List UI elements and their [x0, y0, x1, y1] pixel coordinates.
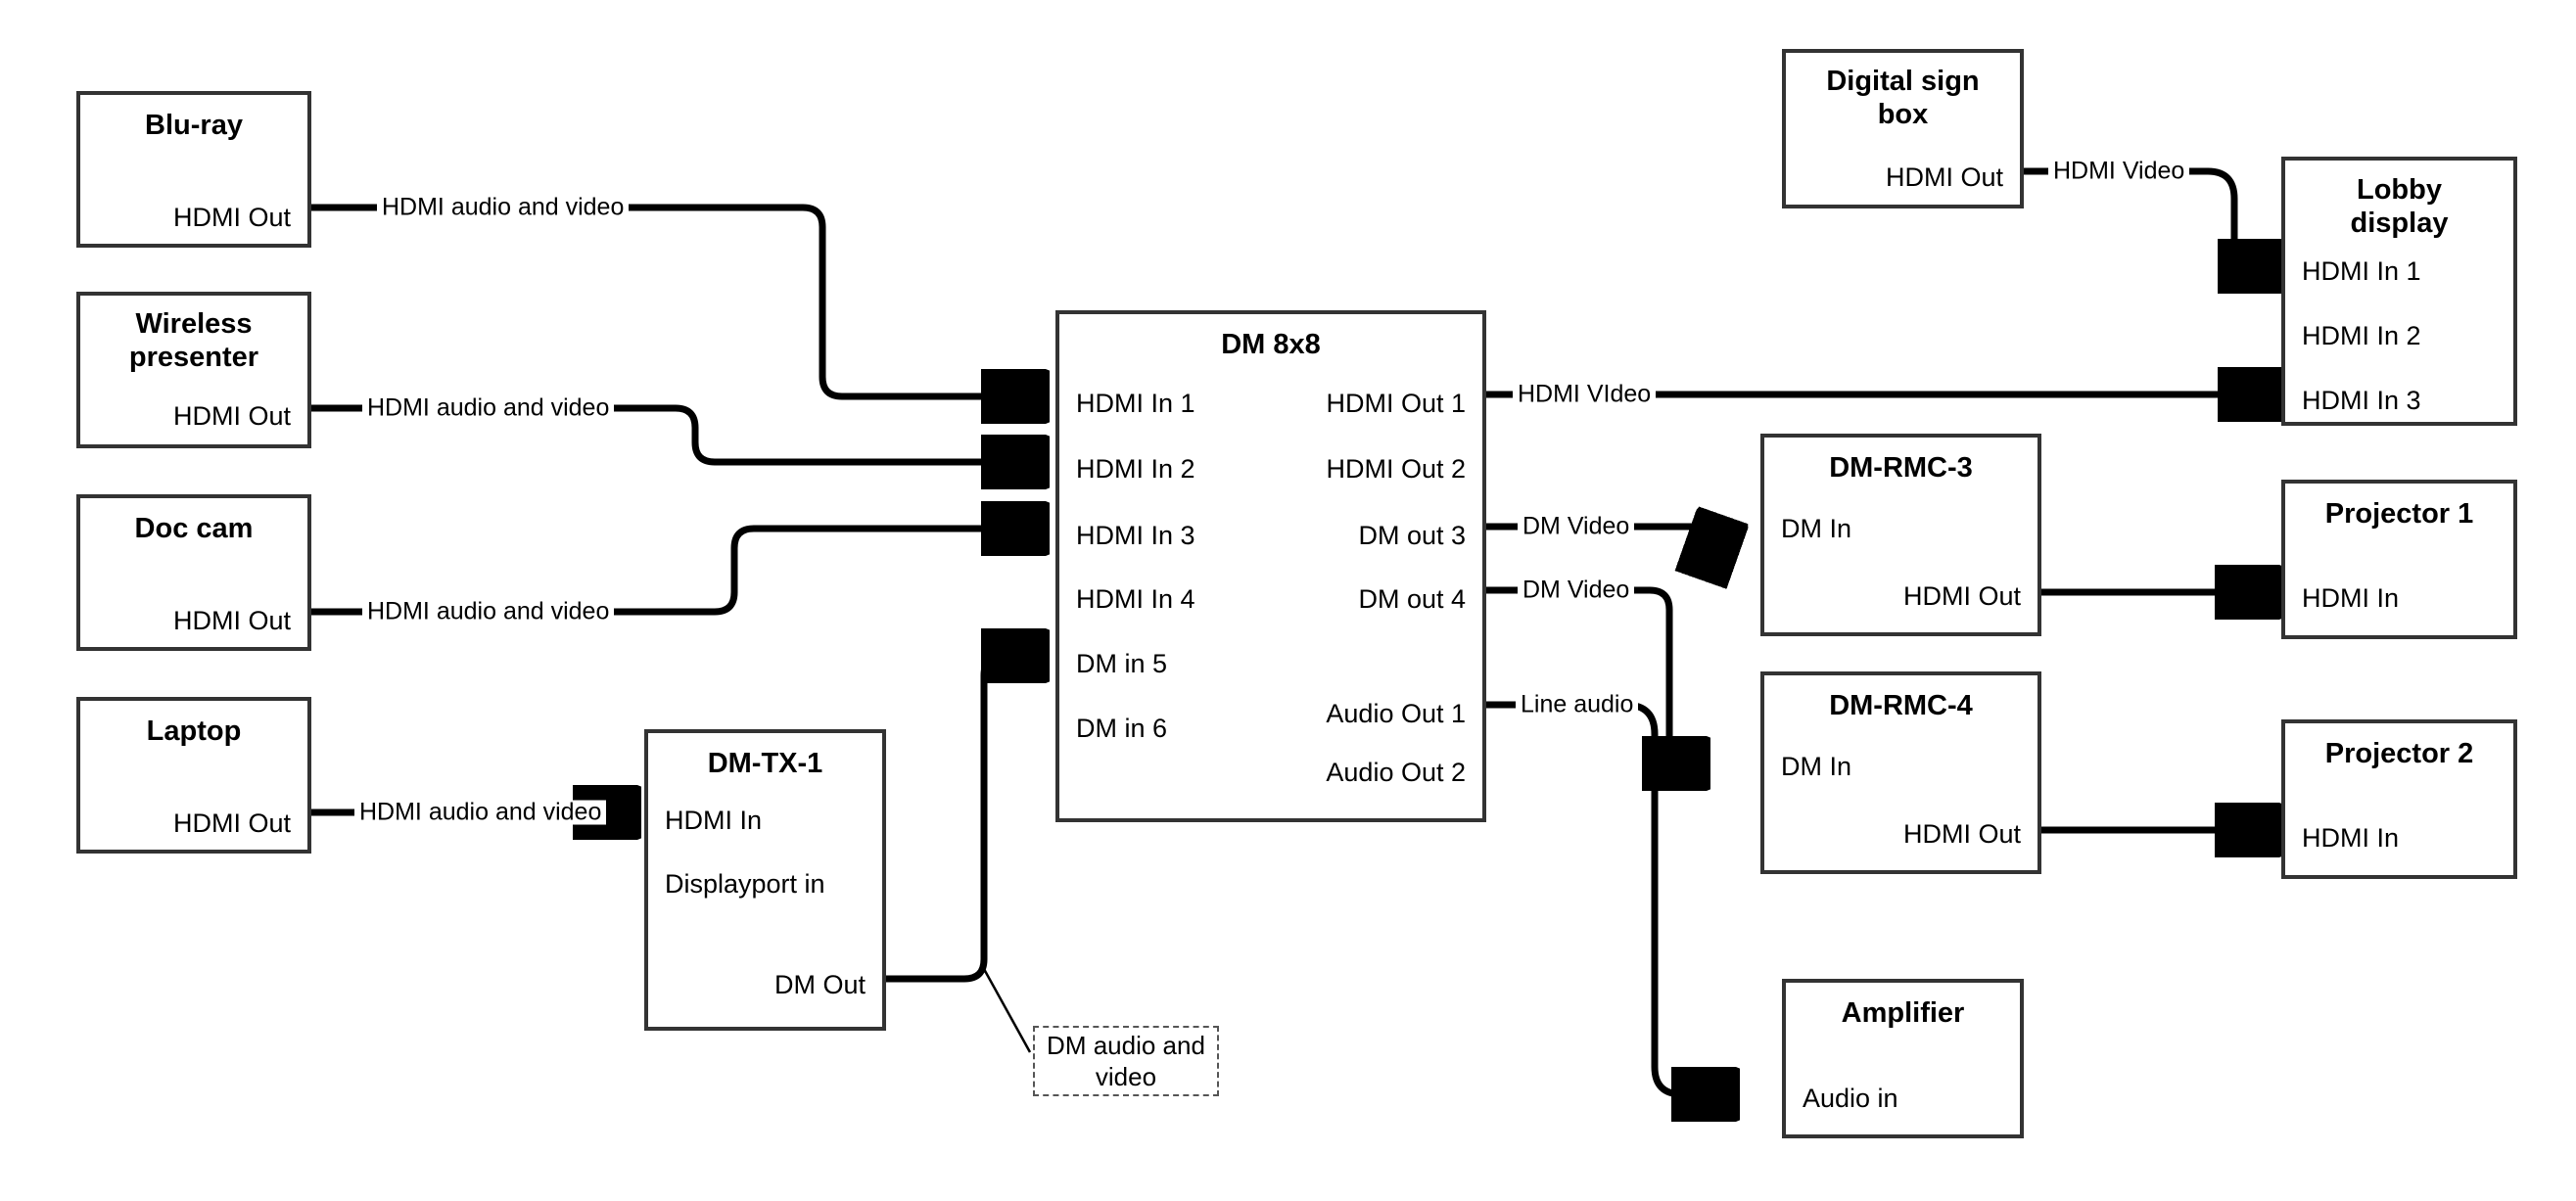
edge-label-bluray: HDMI audio and video [377, 195, 630, 220]
port-amplifier-audio-in: Audio in [1803, 1084, 1898, 1113]
port-dm-tx-1-displayport-in: Displayport in [665, 869, 825, 899]
port-dm-8x8-hdmi-out-2: HDMI Out 2 [1326, 454, 1466, 484]
node-amplifier[interactable]: Amplifier Audio in [1782, 979, 2024, 1138]
port-lobby-display-hdmi-in-2: HDMI In 2 [2302, 321, 2421, 350]
port-dm-8x8-hdmi-in-2: HDMI In 2 [1076, 454, 1195, 484]
port-laptop-hdmi-out: HDMI Out [172, 808, 291, 838]
edge-label-digital-sign: HDMI Video [2048, 159, 2190, 184]
node-dm-rmc-3[interactable]: DM-RMC-3 DM In HDMI Out [1760, 434, 2041, 636]
wire-dmtx-to-dm8-in5 [886, 656, 1043, 983]
port-dm-8x8-hdmi-in-3: HDMI In 3 [1076, 521, 1195, 550]
node-title-dm-8x8: DM 8x8 [1221, 329, 1321, 360]
port-digital-sign-box-hdmi-out: HDMI Out [1885, 162, 2003, 192]
port-wireless-presenter-hdmi-out: HDMI Out [172, 401, 291, 431]
port-doc-cam-hdmi-out: HDMI Out [172, 606, 291, 635]
wire-sign-to-lobby-in1 [2022, 167, 2279, 266]
node-title-dm-rmc-3: DM-RMC-3 [1829, 452, 1973, 484]
node-title-blu-ray: Blu-ray [145, 110, 243, 141]
port-lobby-display-hdmi-in-3: HDMI In 3 [2302, 386, 2421, 415]
node-title-amplifier: Amplifier [1841, 997, 1965, 1029]
node-dm-tx-1[interactable]: DM-TX-1 HDMI In Displayport in DM Out [644, 729, 886, 1031]
port-dm-8x8-dm-out-4: DM out 4 [1358, 584, 1466, 614]
port-dm-tx-1-dm-out: DM Out [773, 970, 866, 999]
port-dm-tx-1-hdmi-in: HDMI In [665, 806, 763, 835]
port-dm-rmc-3-hdmi-out: HDMI Out [1902, 581, 2021, 611]
node-title-doc-cam: Doc cam [134, 513, 254, 544]
node-blu-ray[interactable]: Blu-ray HDMI Out [76, 91, 311, 248]
port-projector-2-hdmi-in: HDMI In [2302, 823, 2400, 853]
port-lobby-display-hdmi-in-1: HDMI In 1 [2302, 256, 2421, 286]
edge-label-dm-out-4: DM Video [1518, 577, 1635, 603]
port-dm-8x8-dm-in-5: DM in 5 [1076, 649, 1168, 678]
node-laptop[interactable]: Laptop HDMI Out [76, 697, 311, 854]
node-title-laptop: Laptop [146, 716, 242, 747]
node-dm-rmc-4[interactable]: DM-RMC-4 DM In HDMI Out [1760, 671, 2041, 874]
port-dm-8x8-hdmi-in-1: HDMI In 1 [1076, 389, 1195, 418]
node-title-projector-1: Projector 1 [2324, 498, 2474, 530]
port-projector-1-hdmi-in: HDMI In [2302, 583, 2400, 613]
edge-label-dm-out-3: DM Video [1518, 514, 1635, 539]
node-projector-1[interactable]: Projector 1 HDMI In [2281, 480, 2517, 639]
wire-annotation-leader [982, 968, 1032, 1053]
edge-label-laptop: HDMI audio and video [354, 800, 607, 825]
port-dm-rmc-4-dm-in: DM In [1781, 752, 1852, 781]
node-title-projector-2: Projector 2 [2324, 738, 2474, 769]
port-dm-8x8-hdmi-in-4: HDMI In 4 [1076, 584, 1195, 614]
wire-dm8-audioout1-to-amplifier [1486, 701, 1733, 1094]
node-title-digital-sign-box: Digital sign box [1826, 66, 1980, 131]
port-dm-8x8-audio-out-1: Audio Out 1 [1326, 699, 1466, 728]
node-title-lobby-display: Lobby display [2350, 174, 2449, 240]
node-dm-8x8[interactable]: DM 8x8 HDMI In 1 HDMI In 2 HDMI In 3 HDM… [1055, 310, 1486, 822]
wire-bluray-to-dm8-in1 [311, 204, 1043, 396]
port-dm-8x8-audio-out-2: Audio Out 2 [1326, 758, 1466, 787]
node-title-dm-rmc-4: DM-RMC-4 [1829, 690, 1973, 721]
port-dm-8x8-dm-out-3: DM out 3 [1358, 521, 1466, 550]
port-dm-rmc-4-hdmi-out: HDMI Out [1902, 819, 2021, 849]
node-digital-sign-box[interactable]: Digital sign box HDMI Out [1782, 49, 2024, 208]
port-dm-8x8-dm-in-6: DM in 6 [1076, 714, 1168, 743]
node-title-dm-tx-1: DM-TX-1 [707, 748, 823, 779]
wire-dm8-out4-to-rmc4 [1486, 586, 1704, 763]
node-doc-cam[interactable]: Doc cam HDMI Out [76, 494, 311, 651]
edge-label-hdmi-out-1: HDMI VIdeo [1513, 382, 1657, 407]
edge-label-audio-out-1: Line audio [1516, 692, 1639, 717]
node-title-wireless-presenter: Wireless presenter [128, 308, 259, 374]
node-wireless-presenter[interactable]: Wireless presenter HDMI Out [76, 292, 311, 448]
port-dm-rmc-3-dm-in: DM In [1781, 514, 1852, 543]
port-blu-ray-hdmi-out: HDMI Out [172, 203, 291, 232]
annotation-dm-audio-and-video: DM audio and video [1033, 1026, 1219, 1096]
edge-label-doccam: HDMI audio and video [362, 599, 615, 624]
node-lobby-display[interactable]: Lobby display HDMI In 1 HDMI In 2 HDMI I… [2281, 157, 2517, 426]
port-dm-8x8-hdmi-out-1: HDMI Out 1 [1326, 389, 1466, 418]
edge-label-wireless: HDMI audio and video [362, 395, 615, 421]
node-projector-2[interactable]: Projector 2 HDMI In [2281, 719, 2517, 879]
